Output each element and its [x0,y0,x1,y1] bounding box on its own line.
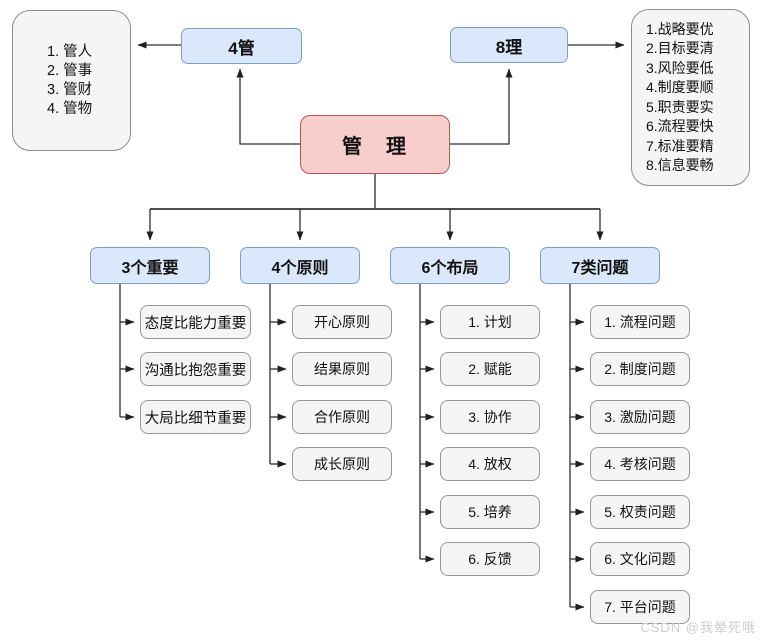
node-4-guan: 4管 [181,28,302,64]
right-detail-list-box: 1.战略要优 2.目标要清 3.风险要低 4.制度要顺 5.职责要实 6.流程要… [631,9,750,186]
child-node: 大局比细节重要 [140,400,251,434]
child-node: 3. 协作 [440,400,540,434]
list-item: 3.风险要低 [646,59,714,76]
child-node: 态度比能力重要 [140,305,251,339]
child-node: 结果原则 [292,352,392,386]
list-item: 2. 管事 [47,62,93,79]
child-node: 开心原则 [292,305,392,339]
child-node: 2. 赋能 [440,352,540,386]
child-node: 5. 权责问题 [590,495,690,529]
node-8-li: 8理 [450,27,568,63]
child-node: 合作原则 [292,400,392,434]
list-item: 4.制度要顺 [646,79,714,95]
child-node: 2. 制度问题 [590,352,690,386]
child-node: 4. 考核问题 [590,447,690,481]
list-item: 6.流程要快 [646,118,714,134]
left-detail-list-box: 1. 管人 2. 管事 3. 管财 4. 管物 [12,10,131,151]
root-node-management: 管 理 [300,115,450,174]
child-node: 1. 计划 [440,305,540,339]
list-item: 1. 管人 [47,43,93,60]
child-node: 1. 流程问题 [590,305,690,339]
child-node: 6. 文化问题 [590,542,690,576]
list-item: 2.目标要清 [646,40,714,56]
list-item: 5.职责要实 [646,98,714,115]
child-node: 6. 反馈 [440,542,540,576]
list-item: 8.信息要畅 [646,157,714,173]
child-node: 7. 平台问题 [590,590,690,624]
child-node: 成长原则 [292,447,392,481]
column-header-4-yuanze: 4个原则 [240,247,360,284]
list-item: 3. 管财 [47,81,93,98]
list-item: 4. 管物 [47,100,93,117]
csdn-watermark: CSDN @我晕死哦 [640,620,756,635]
child-node: 4. 放权 [440,447,540,481]
column-header-3-zhongyao: 3个重要 [90,247,210,284]
list-item: 1.战略要优 [646,20,714,37]
child-node: 5. 培养 [440,495,540,529]
column-header-6-buju: 6个布局 [390,247,510,284]
list-item: 7.标准要精 [646,137,714,154]
child-node: 3. 激励问题 [590,400,690,434]
column-header-7-wenti: 7类问题 [540,247,660,284]
child-node: 沟通比抱怨重要 [140,352,251,386]
